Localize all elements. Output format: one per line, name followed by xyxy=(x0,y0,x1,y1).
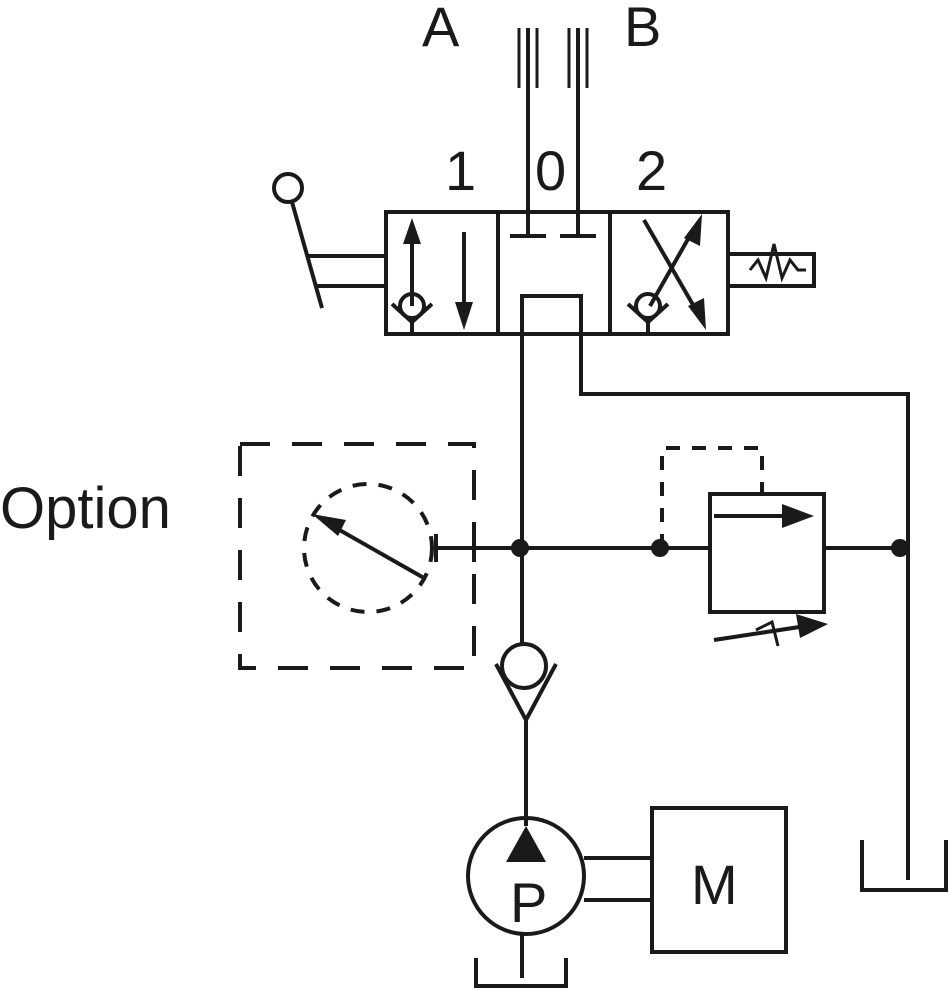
check-valve xyxy=(494,642,558,826)
valve-position-2-cell xyxy=(626,214,706,334)
port-b-label: B xyxy=(624,0,661,58)
pump: P xyxy=(466,816,586,988)
position-0-label: 0 xyxy=(535,139,566,202)
valve-position-1-cell xyxy=(390,218,473,334)
directional-valve xyxy=(384,210,730,336)
lever-actuator xyxy=(272,172,386,309)
gauge-needle-icon xyxy=(312,514,346,536)
spring-return xyxy=(728,243,816,288)
motor-label: M xyxy=(691,853,738,916)
junction-dot xyxy=(511,539,529,557)
tank-return-line xyxy=(579,334,910,880)
option-pressure-gauge xyxy=(238,442,476,670)
pump-reservoir xyxy=(474,958,568,988)
pump-label: P xyxy=(510,871,547,934)
port-lines xyxy=(517,28,589,212)
motor: M xyxy=(584,806,788,954)
position-1-label: 1 xyxy=(445,139,476,202)
pump-direction-icon xyxy=(506,826,546,862)
junction-dot xyxy=(891,539,909,557)
lever-knob-icon xyxy=(272,172,304,204)
port-a-label: A xyxy=(422,0,460,58)
tank-reservoir xyxy=(860,840,948,892)
position-2-label: 2 xyxy=(636,139,667,202)
adjust-arrow-icon xyxy=(796,614,828,638)
pressure-relief-valve xyxy=(660,446,828,647)
valve-position-0-cell xyxy=(510,212,596,334)
option-label: Option xyxy=(0,476,171,541)
